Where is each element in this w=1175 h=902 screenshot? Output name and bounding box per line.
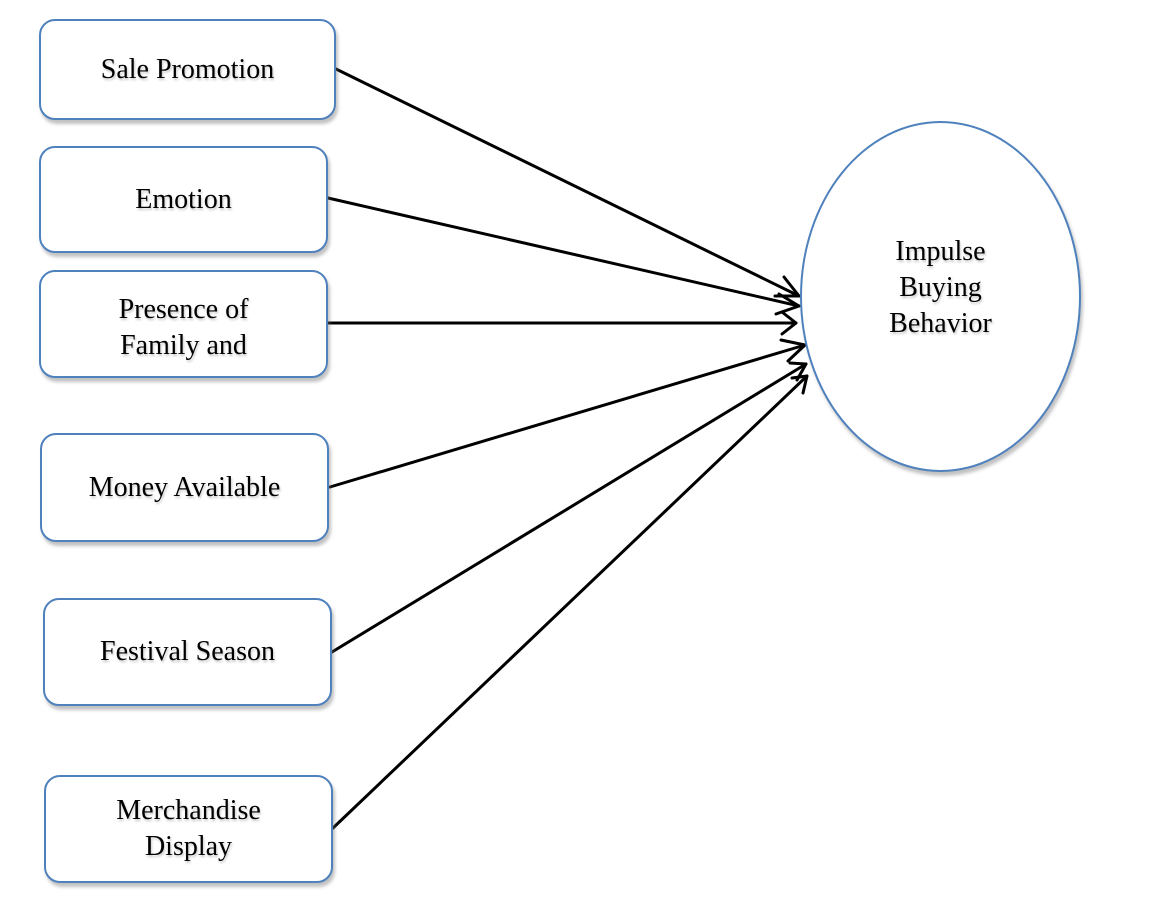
arrowhead-merchandise-display bbox=[790, 374, 809, 395]
factor-label: Presence of Family and bbox=[118, 294, 249, 361]
outcome-label: Impulse Buying Behavior bbox=[889, 235, 992, 339]
arrowhead-emotion bbox=[774, 292, 801, 316]
factor-label: Sale Promotion bbox=[100, 53, 275, 85]
arrow-merchandise-display bbox=[331, 374, 809, 830]
factor-festival-season: Festival Season bbox=[43, 598, 332, 706]
arrow-emotion bbox=[326, 196, 801, 308]
arrow-festival-season bbox=[330, 362, 808, 654]
factor-presence-of-family: Presence of Family and bbox=[39, 270, 328, 378]
factor-label: Festival Season bbox=[100, 636, 275, 667]
factor-merchandise-display: Merchandise Display bbox=[44, 775, 333, 883]
factor-money-available: Money Available bbox=[40, 433, 329, 542]
arrowhead-festival-season bbox=[788, 361, 808, 382]
factor-label: Emotion bbox=[135, 183, 232, 215]
arrow-sale-promotion bbox=[334, 67, 801, 298]
factor-label: Money Available bbox=[88, 471, 281, 503]
factor-emotion: Emotion bbox=[39, 146, 328, 253]
outcome-impulse-buying-behavior: Impulse Buying Behavior bbox=[800, 121, 1081, 472]
arrowhead-presence-family bbox=[780, 310, 798, 336]
arrow-money-available bbox=[328, 343, 807, 489]
factor-sale-promotion: Sale Promotion bbox=[39, 19, 336, 120]
factor-label: Merchandise Display bbox=[116, 795, 261, 862]
